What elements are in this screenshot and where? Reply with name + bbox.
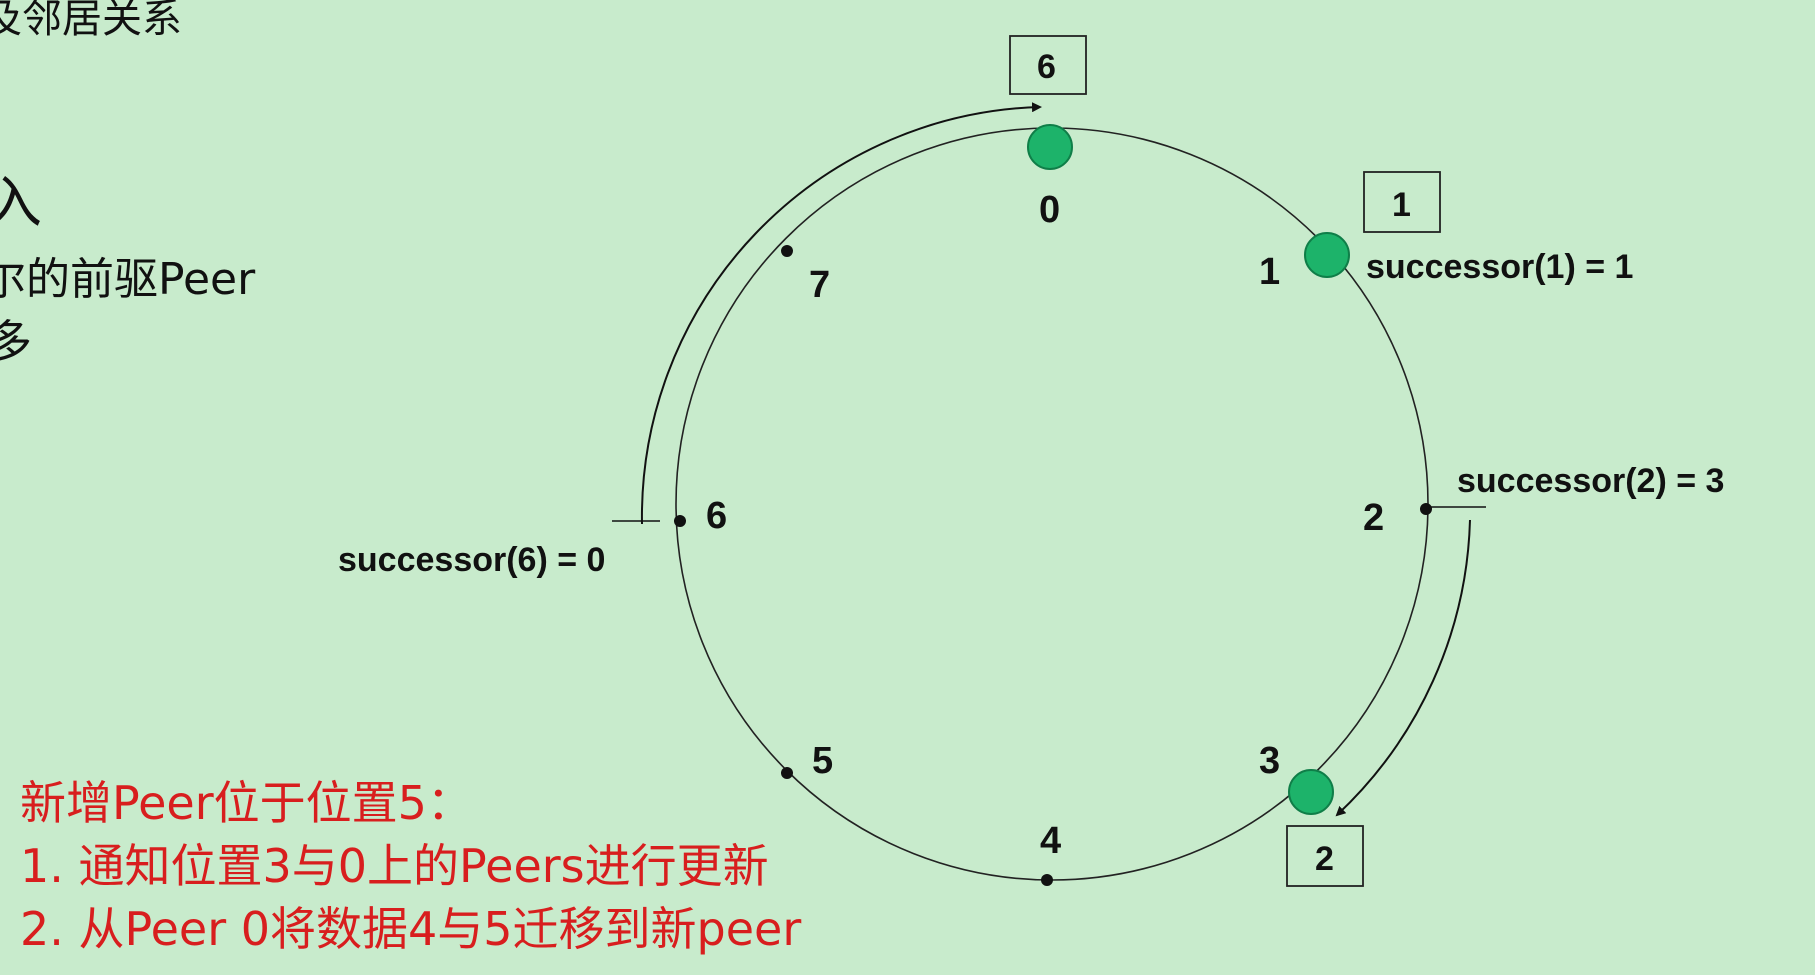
key-box-6-text: 6 (1037, 48, 1056, 86)
position-label-1: 1 (1259, 251, 1280, 293)
ring-dot-5 (781, 767, 793, 779)
peer-node-0[interactable] (1027, 124, 1073, 170)
successor-label-2: successor(2) = 3 (1457, 462, 1724, 500)
ring-dot-7 (781, 245, 793, 257)
left-text-line-2: 入 (0, 171, 42, 236)
annotation-item-1: 1. 通知位置3与0上的Peers进行更新 (20, 839, 769, 893)
position-label-6: 6 (706, 495, 727, 537)
successor-label-6: successor(6) = 0 (338, 541, 605, 579)
arrow-6-to-0 (640, 102, 1042, 525)
left-text-line-1: 及邻居关系 (0, 0, 182, 42)
key-box-2: 2 (1286, 825, 1364, 887)
position-label-7: 7 (809, 264, 830, 306)
key-box-6: 6 (1009, 35, 1087, 95)
left-text-line-3: 尔的前驱Peer (0, 254, 256, 305)
position-label-3: 3 (1259, 740, 1280, 782)
position-label-5: 5 (812, 740, 833, 782)
successor-label-1: successor(1) = 1 (1366, 248, 1633, 286)
key-box-1: 1 (1363, 171, 1441, 233)
key-box-2-text: 2 (1315, 840, 1334, 878)
left-text-line-4: 多 (0, 315, 32, 369)
annotation-title: 新增Peer位于位置5： (20, 776, 473, 830)
ring-dot-6 (674, 515, 686, 527)
key-box-1-text: 1 (1392, 186, 1411, 224)
ring-dot-4 (1041, 874, 1053, 886)
peer-node-1[interactable] (1304, 232, 1350, 278)
position-label-2: 2 (1363, 497, 1384, 539)
ring-dot-2 (1420, 503, 1432, 515)
position-label-4: 4 (1040, 820, 1061, 862)
arrow-2-to-3 (1335, 519, 1471, 817)
annotation-item-2: 2. 从Peer 0将数据4与5迁移到新peer (20, 902, 802, 956)
peer-node-3[interactable] (1288, 769, 1334, 815)
position-label-0: 0 (1039, 189, 1060, 231)
